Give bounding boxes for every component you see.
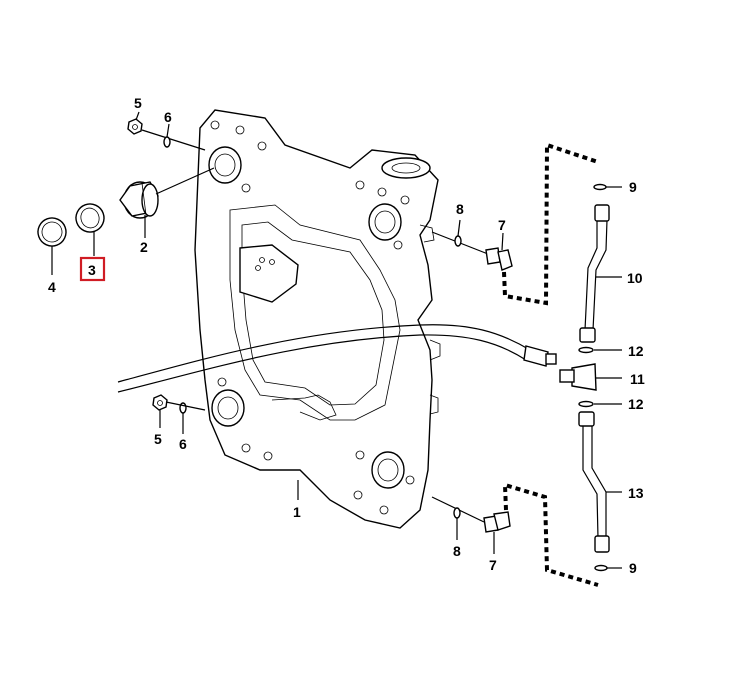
callout-10: 10 bbox=[627, 270, 643, 286]
callout-6-bottom: 6 bbox=[179, 436, 187, 452]
frame-part-1 bbox=[194, 109, 441, 529]
callout-7-bottom: 7 bbox=[489, 557, 497, 573]
callout-5-top: 5 bbox=[134, 95, 142, 111]
callout-7-top: 7 bbox=[498, 217, 506, 233]
tee-part-11 bbox=[559, 363, 622, 391]
nut-part-5-top bbox=[127, 111, 206, 151]
callout-3: 3 bbox=[88, 262, 96, 278]
orings-part-9-12 bbox=[578, 183, 622, 572]
dashed-line-bottom bbox=[502, 482, 599, 587]
bushing-part-2 bbox=[119, 167, 215, 238]
callout-9-top: 9 bbox=[629, 179, 637, 195]
callout-6-top: 6 bbox=[164, 109, 172, 125]
callout-12-top: 12 bbox=[628, 343, 644, 359]
nut-part-5-bottom bbox=[152, 394, 168, 428]
hose bbox=[117, 324, 557, 393]
fitting-part-7-top bbox=[431, 219, 513, 271]
snap-ring-part-4 bbox=[37, 217, 67, 275]
callout-8-bottom: 8 bbox=[453, 543, 461, 559]
pipe-part-10 bbox=[579, 204, 622, 343]
washer-part-6-top bbox=[163, 123, 171, 148]
callout-9-bottom: 9 bbox=[629, 560, 637, 576]
highlight-box-3 bbox=[79, 256, 106, 282]
fitting-part-7-bottom bbox=[431, 496, 511, 554]
dashed-line-top bbox=[502, 142, 599, 306]
callout-12-bottom: 12 bbox=[628, 396, 644, 412]
washer-part-6-bottom bbox=[165, 401, 206, 434]
pipe-part-13 bbox=[578, 411, 622, 553]
callout-2: 2 bbox=[140, 239, 148, 255]
callout-8-top: 8 bbox=[456, 201, 464, 217]
seal-ring-part-3 bbox=[75, 203, 105, 256]
callout-4: 4 bbox=[48, 279, 56, 295]
callout-13: 13 bbox=[628, 485, 644, 501]
callout-11: 11 bbox=[630, 371, 645, 387]
callout-1: 1 bbox=[293, 504, 301, 520]
callout-5-bottom: 5 bbox=[154, 431, 162, 447]
